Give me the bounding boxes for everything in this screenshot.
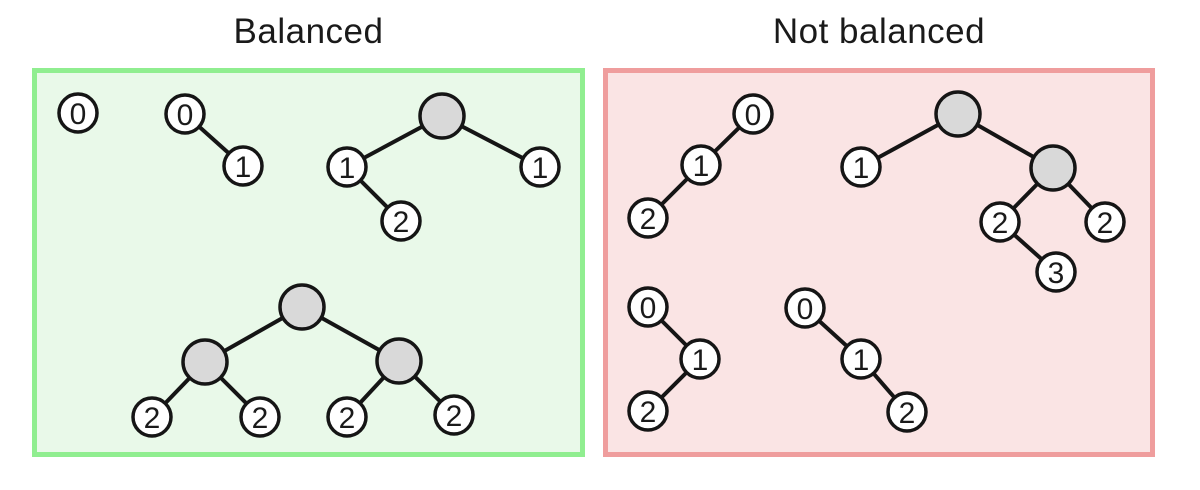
tree-node-internal: [278, 283, 326, 331]
tree-node: [784, 287, 826, 329]
tree-node-label: 2: [640, 396, 657, 429]
tree-node-label: 1: [853, 344, 870, 377]
tree-node: [326, 396, 368, 438]
tree-node-label: 2: [252, 402, 269, 435]
tree-node: [732, 93, 774, 135]
tree-node-internal: [934, 90, 982, 138]
tree-single-node-height-0: 0: [57, 92, 99, 134]
tree-node: [627, 286, 669, 328]
tree-right-chain-height-2: 0 12: [784, 287, 928, 433]
tree-node-label: 0: [745, 99, 762, 132]
tree-two-node-right-chain: 01: [164, 93, 264, 187]
tree-node-label: 2: [446, 400, 463, 433]
tree-node-label: 2: [1097, 207, 1114, 240]
tree-node: [57, 92, 99, 134]
tree-node-label: 2: [640, 203, 657, 236]
tree-node-label: 3: [1048, 257, 1065, 290]
tree-node-label: 1: [853, 152, 870, 185]
tree-node-label: 2: [144, 402, 161, 435]
tree-node-label: 2: [393, 206, 410, 239]
tree-node-internal: [1029, 144, 1077, 192]
tree-left-chain-height-2: 0 1 2: [627, 93, 774, 239]
tree-node: [679, 338, 721, 380]
tree-node: [979, 201, 1021, 243]
tree-node: [627, 197, 669, 239]
tree-node-internal: [181, 338, 229, 386]
tree-node: [680, 144, 722, 186]
tree-node: [627, 390, 669, 432]
tree-node: [131, 396, 173, 438]
tree-node-label: 0: [640, 292, 657, 325]
tree-node-label: 1: [339, 152, 356, 185]
balanced-title: Balanced: [233, 12, 384, 51]
tree-node: [380, 200, 422, 242]
tree-perfect-tree-height-2: 2 2 2 2: [131, 283, 475, 438]
tree-node-internal: [375, 337, 423, 385]
tree-node-label: 1: [532, 152, 549, 185]
tree-node: [326, 146, 368, 188]
tree-node-label: 2: [339, 402, 356, 435]
tree-node-label: 2: [899, 397, 916, 430]
tree-node: [840, 146, 882, 188]
tree-node-label: 0: [70, 98, 87, 131]
tree-node: [222, 145, 264, 187]
tree-node: [1035, 251, 1077, 293]
tree-node-label: 1: [693, 150, 710, 183]
tree-node-label: 0: [177, 99, 194, 132]
tree-node: [840, 338, 882, 380]
tree-node: [519, 146, 561, 188]
tree-node-label: 1: [235, 151, 252, 184]
tree-four-node-balanced-tree: 1 1 2: [326, 92, 561, 242]
tree-node: [164, 93, 206, 135]
tree-node-internal: [418, 92, 466, 140]
balanced-panel: [32, 68, 585, 457]
tree-node: [886, 391, 928, 433]
tree-node: [433, 394, 475, 436]
tree-node-label: 2: [992, 207, 1009, 240]
tree-node-label: 1: [692, 344, 709, 377]
tree-node-label: 0: [797, 293, 814, 326]
not-balanced-title: Not balanced: [772, 12, 986, 51]
tree-node: [239, 396, 281, 438]
tree-zigzag-chain: 0 1 2: [627, 286, 721, 432]
tree-node: [1084, 201, 1126, 243]
